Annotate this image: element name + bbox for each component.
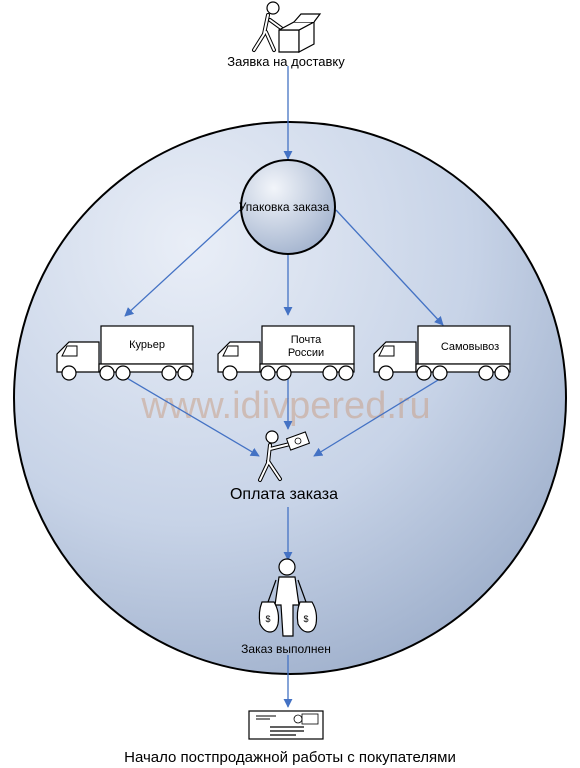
payment-label: Оплата заказа [230,486,338,503]
process-boundary-circle [13,121,567,675]
done-label: Заказ выполнен [241,642,331,656]
watermark: www.idivpered.ru [140,385,430,427]
arrow-packing-to-pickup [335,209,444,326]
truck-pickup: Самовывоз [373,325,511,381]
truck-label-line1: Почта [291,334,322,346]
start-label: Заявка на доставку [227,54,345,69]
connector-arrows [124,66,444,708]
envelope-icon [248,710,324,740]
truck-courier: Курьер [56,325,194,381]
person-with-money-bags-icon: $ $ [258,558,318,637]
truck-label-line2: России [288,347,324,359]
arrow-pickup-to-payment [313,376,444,457]
money-symbol-right: $ [303,614,308,624]
truck-label-line1: Самовывоз [441,341,499,353]
truck-label-line1: Курьер [129,339,165,351]
packing-label: Упаковка заказа [239,200,330,214]
packing-node [240,159,336,255]
money-symbol-left: $ [265,614,270,624]
person-with-money-icon [258,430,311,482]
end-label: Начало постпродажной работы с покупателя… [124,749,456,766]
arrow-courier-to-payment [124,376,260,457]
truck-post: Почта России [217,325,355,381]
arrow-packing-to-courier [124,209,241,317]
person-with-box-icon [252,1,322,53]
